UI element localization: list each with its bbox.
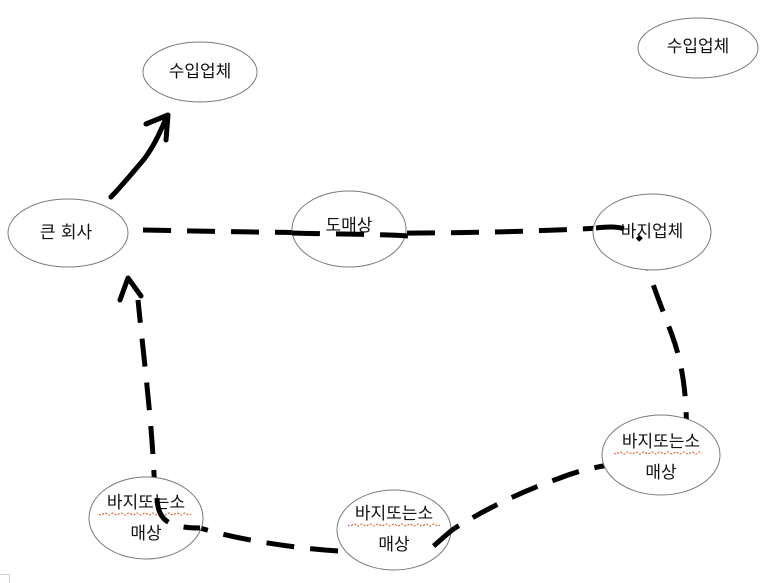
node-label: 도매상 (326, 216, 373, 236)
spellcheck-underline (347, 523, 441, 527)
edge-pants-maker-to-retail-right (638, 242, 689, 449)
node-pants-maker: 바지업체 (592, 193, 712, 271)
node-wholesale: 도매상 (291, 190, 407, 268)
node-retail-middle: 바지또는소 매상 (336, 489, 452, 571)
page-corner-mark (0, 574, 10, 583)
node-retail-left: 바지또는소 매상 (88, 476, 204, 560)
spellcheck-underline (613, 451, 703, 455)
edge-overlay-wholesale (291, 230, 409, 239)
node-label: 매상 (378, 535, 410, 555)
node-label: 바지또는소 (622, 432, 700, 452)
edge-overlay-retail-left (154, 497, 201, 531)
node-label: 바지업체 (621, 222, 684, 242)
edge-retail-middle-to-retail-left (199, 525, 427, 556)
edge-overlay-pants-maker (595, 224, 643, 242)
edge-retail-right-to-retail-middle (453, 460, 623, 531)
node-label: 수입업체 (667, 37, 730, 57)
edge-overlay-retail-middle (424, 525, 457, 555)
node-retail-right: 바지또는소 매상 (601, 414, 721, 496)
node-label: 매상 (645, 463, 677, 483)
arrowhead-importer-icon (143, 112, 171, 143)
node-importer-corner: 수입업체 (637, 17, 759, 79)
node-label: 큰 회사 (40, 223, 93, 243)
spellcheck-underline (98, 512, 192, 516)
node-label: 바지또는소 (355, 504, 433, 524)
node-importer-top: 수입업체 (142, 41, 258, 103)
node-big-company: 큰 회사 (7, 198, 129, 268)
node-label: 바지또는소 (107, 493, 185, 513)
edge-big-company-to-importer (108, 115, 169, 200)
arrowhead-big-company-icon (117, 275, 144, 303)
node-label: 수입업체 (169, 62, 232, 82)
edge-retail-left-to-big-company (135, 299, 158, 499)
node-label: 매상 (130, 524, 162, 544)
